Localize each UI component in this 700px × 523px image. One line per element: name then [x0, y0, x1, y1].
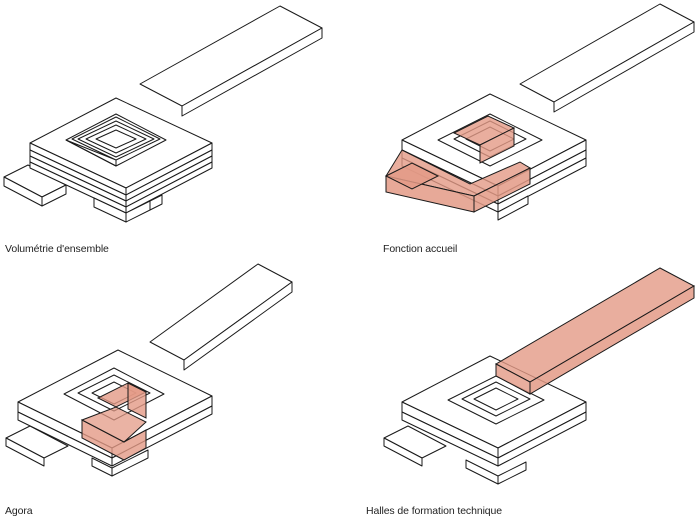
left-wing-front: [5, 437, 45, 467]
panel-halles-formation: Halles de formation technique: [350, 262, 700, 523]
bridge-top: [149, 263, 293, 361]
plinth-front-right: [497, 461, 527, 485]
courtyard-step-1: [461, 381, 531, 417]
courtyard-step-1: [65, 116, 161, 167]
axonometric-drawing-volumetrie: [3, 5, 323, 223]
axonometric-drawing-agora: [5, 263, 293, 477]
courtyard-step-1: [77, 374, 151, 412]
plinth-front-right: [111, 449, 149, 477]
left-wing-side: [41, 184, 67, 207]
highlight-agora: [80, 382, 148, 461]
caption-agora: Agora: [5, 505, 33, 517]
highlight-accueil: [384, 115, 532, 213]
bridge-side: [183, 281, 293, 371]
panel-volumetrie: Volumétrie d'ensemble: [0, 0, 350, 262]
courtyard-step-3: [85, 124, 147, 154]
panel-agora: Agora: [0, 262, 350, 523]
accueil-left-wing: [384, 162, 440, 190]
caption-halles-formation: Halles de formation technique: [366, 505, 503, 517]
bridge-top: [139, 5, 323, 107]
building-base: [5, 263, 293, 477]
panel-fonction-accueil: Fonction accueil: [350, 0, 700, 262]
axonometric-drawing-accueil: [384, 3, 695, 221]
agora-upper-face: [127, 382, 147, 419]
bridge-side: [553, 21, 695, 113]
slab-4-side: [125, 161, 213, 214]
agora-lower-top: [80, 406, 147, 443]
halles-arm-end: [495, 363, 531, 395]
plinth-side: [149, 194, 163, 211]
bridge-side: [181, 27, 323, 117]
highlight-halles: [494, 267, 696, 395]
courtyard-floor: [95, 129, 137, 149]
slab-2-side: [497, 411, 587, 467]
courtyard-step-2: [473, 387, 519, 411]
caption-fonction-accueil: Fonction accueil: [383, 243, 458, 255]
accueil-wing-upper-face: [479, 127, 515, 164]
slab-3-side: [497, 157, 587, 213]
accueil-ground-side: [473, 167, 531, 213]
caption-volumetrie: Volumétrie d'ensemble: [5, 243, 109, 255]
building-base: [383, 355, 587, 485]
plinth-front-right: [497, 195, 529, 221]
building-base: [3, 5, 323, 223]
axonometric-drawing-halles: [383, 267, 696, 485]
courtyard-step-2: [77, 120, 155, 158]
left-wing-front: [383, 437, 423, 467]
bridge-top: [519, 3, 695, 103]
halles-arm-top: [494, 267, 696, 383]
